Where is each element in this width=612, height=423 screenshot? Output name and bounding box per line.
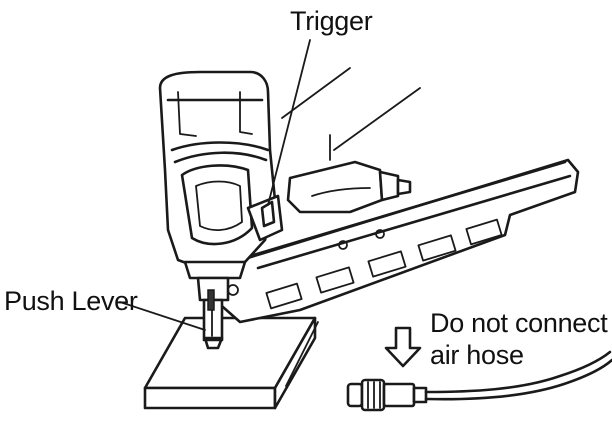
down-arrow-icon	[384, 326, 422, 368]
trigger-label: Trigger	[290, 6, 373, 36]
air-hose-coupler-icon	[346, 350, 612, 412]
handle-grip	[286, 134, 412, 214]
push-lever-leader	[119, 301, 206, 331]
trigger-leader	[267, 39, 311, 206]
do-not-connect-label: Do not connect	[430, 308, 608, 338]
push-lever-label: Push Lever	[4, 286, 138, 316]
leader-lines	[119, 39, 421, 331]
magazine-rail	[213, 158, 580, 324]
nailer-body	[158, 70, 284, 270]
air-hose-label: air hose	[430, 340, 524, 370]
push-lever-assembly	[183, 260, 247, 350]
wood-board	[143, 316, 319, 410]
